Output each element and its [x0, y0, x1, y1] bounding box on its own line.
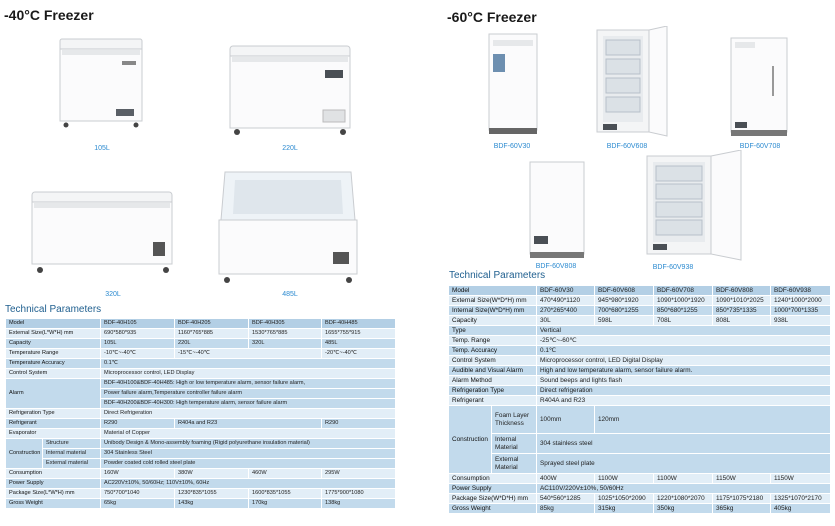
table-row: External Size(L*W*H) mm 690*580*935 1160… [5, 328, 396, 339]
caption-bdf-60v608: BDF-60V608 [606, 143, 648, 150]
table-row: Evaporator Material of Copper [5, 428, 396, 439]
table-row: Type Vertical [448, 325, 831, 336]
table-row: Construction Foam Layer Thickness 100mm … [448, 405, 831, 474]
table-row: Package Size(L*W*H) mm 750*700*1040 1230… [5, 488, 396, 499]
table-row: Capacity 30L 598L 708L 808L 938L [448, 315, 831, 326]
freezer-bdf-60v708-image [730, 37, 788, 136]
table-row: Control System Microprocessor control, L… [5, 368, 396, 379]
left-spec-table: Model BDF-40H105 BDF-40H205 BDF-40H305 B… [5, 318, 396, 509]
table-row: Gross Weight 85kg 315kg 350kg 365kg 405k… [448, 503, 831, 514]
table-row: Refrigeration Type Direct Refrigeration [5, 408, 396, 419]
left-section-title: -40°C Freezer [4, 7, 94, 23]
table-row: Model BDF-40H105 BDF-40H205 BDF-40H305 B… [5, 318, 396, 329]
table-row: Alarm BDF-40H100&BDF-40H485: High or low… [5, 378, 396, 409]
table-row: Refrigerant R290 R404a and R23 R290 [5, 418, 396, 429]
table-row: Gross Weight 65kg 143kg 170kg 138kg [5, 498, 396, 509]
freezer-bdf-60v808-image [529, 161, 585, 258]
table-row: Control System Microprocessor control, L… [448, 355, 831, 366]
table-row: Alarm Method Sound beeps and lights flas… [448, 375, 831, 386]
table-row: External Size(W*D*H) mm 470*490*1120 945… [448, 295, 831, 306]
caption-bdf-60v708: BDF-60V708 [739, 143, 781, 150]
caption-485l: 485L [282, 291, 298, 298]
freezer-485l-image [218, 171, 358, 283]
freezer-bdf-60v30-image [488, 33, 538, 134]
table-row: Refrigeration Type Direct refrigeration [448, 385, 831, 396]
table-row: Construction Structure Unibody Design & … [5, 438, 396, 469]
table-row: Temperature Accuracy 0.1℃ [5, 358, 396, 369]
table-row: Capacity 105L 220L 320L 485L [5, 338, 396, 349]
caption-bdf-60v30: BDF-60V30 [493, 143, 531, 150]
table-row: Temp. Range -25℃~-60℃ [448, 335, 831, 346]
table-row: Consumption 400W 1100W 1100W 1150W 1150W [448, 473, 831, 484]
table-row: External Material Sprayed steel plate [449, 453, 831, 474]
table-row: Power Supply AC220V±10%, 50/60Hz; 110V±1… [5, 478, 396, 489]
left-tech-title: Technical Parameters [5, 304, 102, 315]
freezer-bdf-60v938-image [646, 150, 742, 261]
right-section-title: -60°C Freezer [447, 9, 537, 25]
caption-bdf-60v938: BDF-60V938 [652, 264, 694, 271]
right-tech-title: Technical Parameters [449, 270, 546, 281]
table-row: Internal material 304 Stainless Steel [6, 448, 396, 459]
table-row: Package Size(W*D*H) mm 540*560*1285 1025… [448, 493, 831, 504]
caption-220l: 220L [282, 145, 298, 152]
table-row: External material Powder coated cold rol… [6, 458, 396, 469]
table-row: Temp. Accuracy 0.1℃ [448, 345, 831, 356]
caption-105l: 105L [94, 145, 110, 152]
freezer-220l-image [229, 45, 351, 135]
table-row: Audible and Visual Alarm High and low te… [448, 365, 831, 376]
table-row: Temperature Range -10℃~-40℃ -15℃~-40℃ -2… [5, 348, 396, 359]
freezer-bdf-60v608-image [596, 26, 668, 137]
freezer-105l-image [59, 38, 143, 128]
table-row: Internal Material 304 stainless steel [449, 433, 831, 454]
right-spec-table: Model BDF-60V30 BDF-60V608 BDF-60V708 BD… [448, 285, 831, 514]
caption-320l: 320L [105, 291, 121, 298]
table-row: Internal Size(W*D*H) mm 270*265*400 700*… [448, 305, 831, 316]
table-row: Model BDF-60V30 BDF-60V608 BDF-60V708 BD… [448, 285, 831, 296]
table-row: Power Supply AC110V/220V±10%, 50/60Hz [448, 483, 831, 494]
table-row: Refrigerant R404A and R23 [448, 395, 831, 406]
table-row: Consumption 160W 380W 460W 295W [5, 468, 396, 479]
freezer-320l-image [31, 191, 173, 273]
caption-bdf-60v808: BDF-60V808 [535, 263, 577, 270]
